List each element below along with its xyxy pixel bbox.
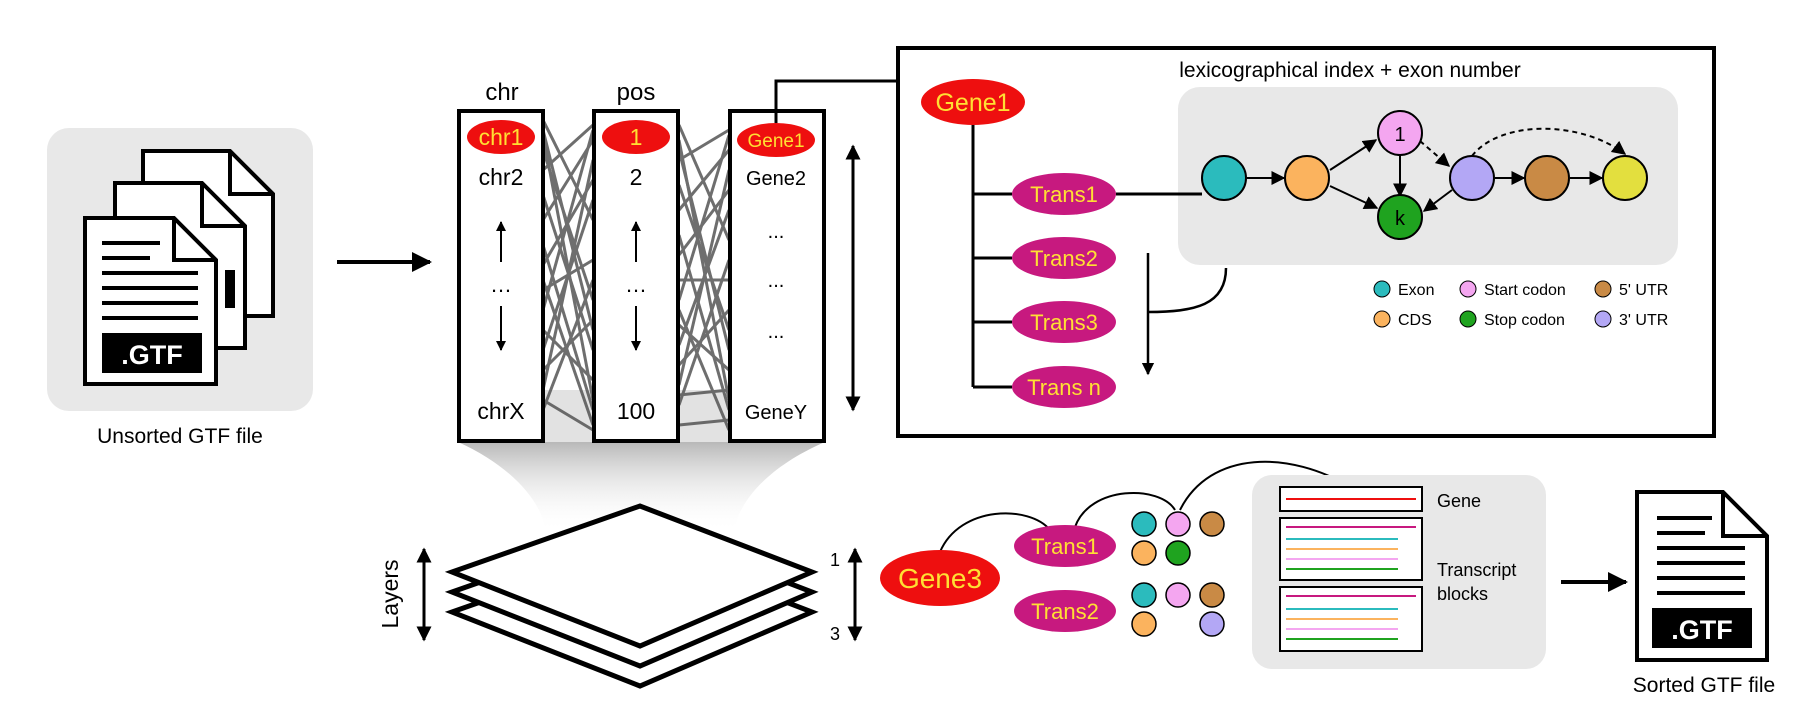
chr-last: chrX [477,398,524,424]
output-transcript-2-label: Trans2 [1031,599,1099,624]
chr1-highlight [467,120,535,154]
output-gtf-badge: .GTF [1671,615,1733,645]
legend-exon: Exon [1398,282,1434,299]
pos1-highlight [602,120,670,154]
gene-dots-3: ... [768,321,785,343]
document-icon-front: .GTF [83,216,218,386]
chr-first: chr1 [479,124,524,150]
graph-node-stop [1377,194,1423,240]
transcript-blocks-label-1: Transcript [1437,560,1516,580]
transcript-blocks-label-2: blocks [1437,584,1488,604]
layers-stack [444,503,819,689]
pos-header: pos [617,79,656,106]
pos-last: 100 [617,398,655,424]
graph-node-3utr [1449,155,1495,201]
gene-last: GeneY [745,402,807,424]
trans1-features [1131,511,1225,566]
output-transcript-1: Trans1 [1014,525,1116,567]
legend: Exon CDS Start codon Stop codon 5' UTR 3… [1373,280,1668,329]
transcript-block-1 [1279,517,1423,581]
tree-transcript-3: Trans3 [1012,301,1116,343]
gene1-to-tree-connector [774,79,898,123]
legend-5utr: 5' UTR [1619,282,1668,299]
chr-column: chr chr1 chr2 … chrX [457,79,545,443]
output-gene-node [880,550,1000,606]
graph-return-curve [1147,267,1228,314]
layers-top-number: 1 [830,550,840,570]
gene-dots-1: ... [768,221,785,243]
output-gene-label: Gene3 [898,563,982,594]
input-caption: Unsorted GTF file [97,425,263,448]
graph-node-end [1602,155,1648,201]
gene-first: Gene1 [747,131,804,152]
graph-node-start [1377,110,1423,156]
gene-block [1279,486,1423,512]
tree-transcript-2-label: Trans2 [1030,246,1098,271]
pos-gene-links [677,124,731,431]
chr-ellipsis: … [490,272,512,297]
legend-3utr: 3' UTR [1619,312,1668,329]
tree-transcript-3-label: Trans3 [1030,310,1098,335]
legend-start-codon: Start codon [1484,282,1566,299]
pos-first: 1 [630,124,643,150]
transcript-block-2 [1279,586,1423,652]
layers-bottom-number: 3 [830,624,840,644]
legend-stop-codon: Stop codon [1484,312,1565,329]
output-transcript-1-label: Trans1 [1031,534,1099,559]
pos-column: pos 1 2 … 100 [592,79,680,443]
tree-panel: lexicographical index + exon number Gene… [896,46,1716,438]
output-stage: Gene3 Trans1 Trans2 [880,460,1546,669]
gene-column: Gene1 Gene2 ... ... ... GeneY [728,109,826,443]
pos-ellipsis: … [625,272,647,297]
output-transcript-2: Trans2 [1014,590,1116,632]
legend-cds: CDS [1398,312,1432,329]
graph-node-stop-label: k [1395,208,1406,230]
unsorted-gtf-panel: .GTF Unsorted GTF file [47,128,313,448]
output-caption: Sorted GTF file [1633,674,1775,697]
tree-transcript-n: Trans n [1012,366,1116,408]
tree-title: lexicographical index + exon number [1179,59,1520,82]
exon-graph-panel [1178,87,1678,265]
chr-second: chr2 [479,164,524,190]
gene-block-label: Gene [1437,491,1481,511]
gene-second: Gene2 [746,168,806,190]
tree-gene-label: Gene1 [935,89,1010,117]
tree-transcript-2: Trans2 [1012,237,1116,279]
gene1-highlight [737,123,815,157]
layer-funnel [458,442,825,532]
graph-node-exon [1201,155,1247,201]
gene-dots-2: ... [768,270,785,292]
graph-node-5utr [1524,155,1570,201]
tree-transcript-n-label: Trans n [1027,375,1101,400]
chr-pos-links [541,119,595,432]
tree-gene-node [921,79,1025,125]
graph-node-cds [1284,155,1330,201]
layers-label: Layers [377,559,403,628]
chr-header: chr [485,79,518,106]
sorted-gtf-document: .GTF [1635,490,1769,662]
tree-transcript-1-label: Trans1 [1030,182,1098,207]
tree-transcript-1: Trans1 [1012,173,1116,215]
graph-node-start-label: 1 [1394,124,1405,146]
pos-second: 2 [630,164,643,190]
input-gtf-badge: .GTF [121,340,183,370]
trans2-features [1131,582,1225,637]
